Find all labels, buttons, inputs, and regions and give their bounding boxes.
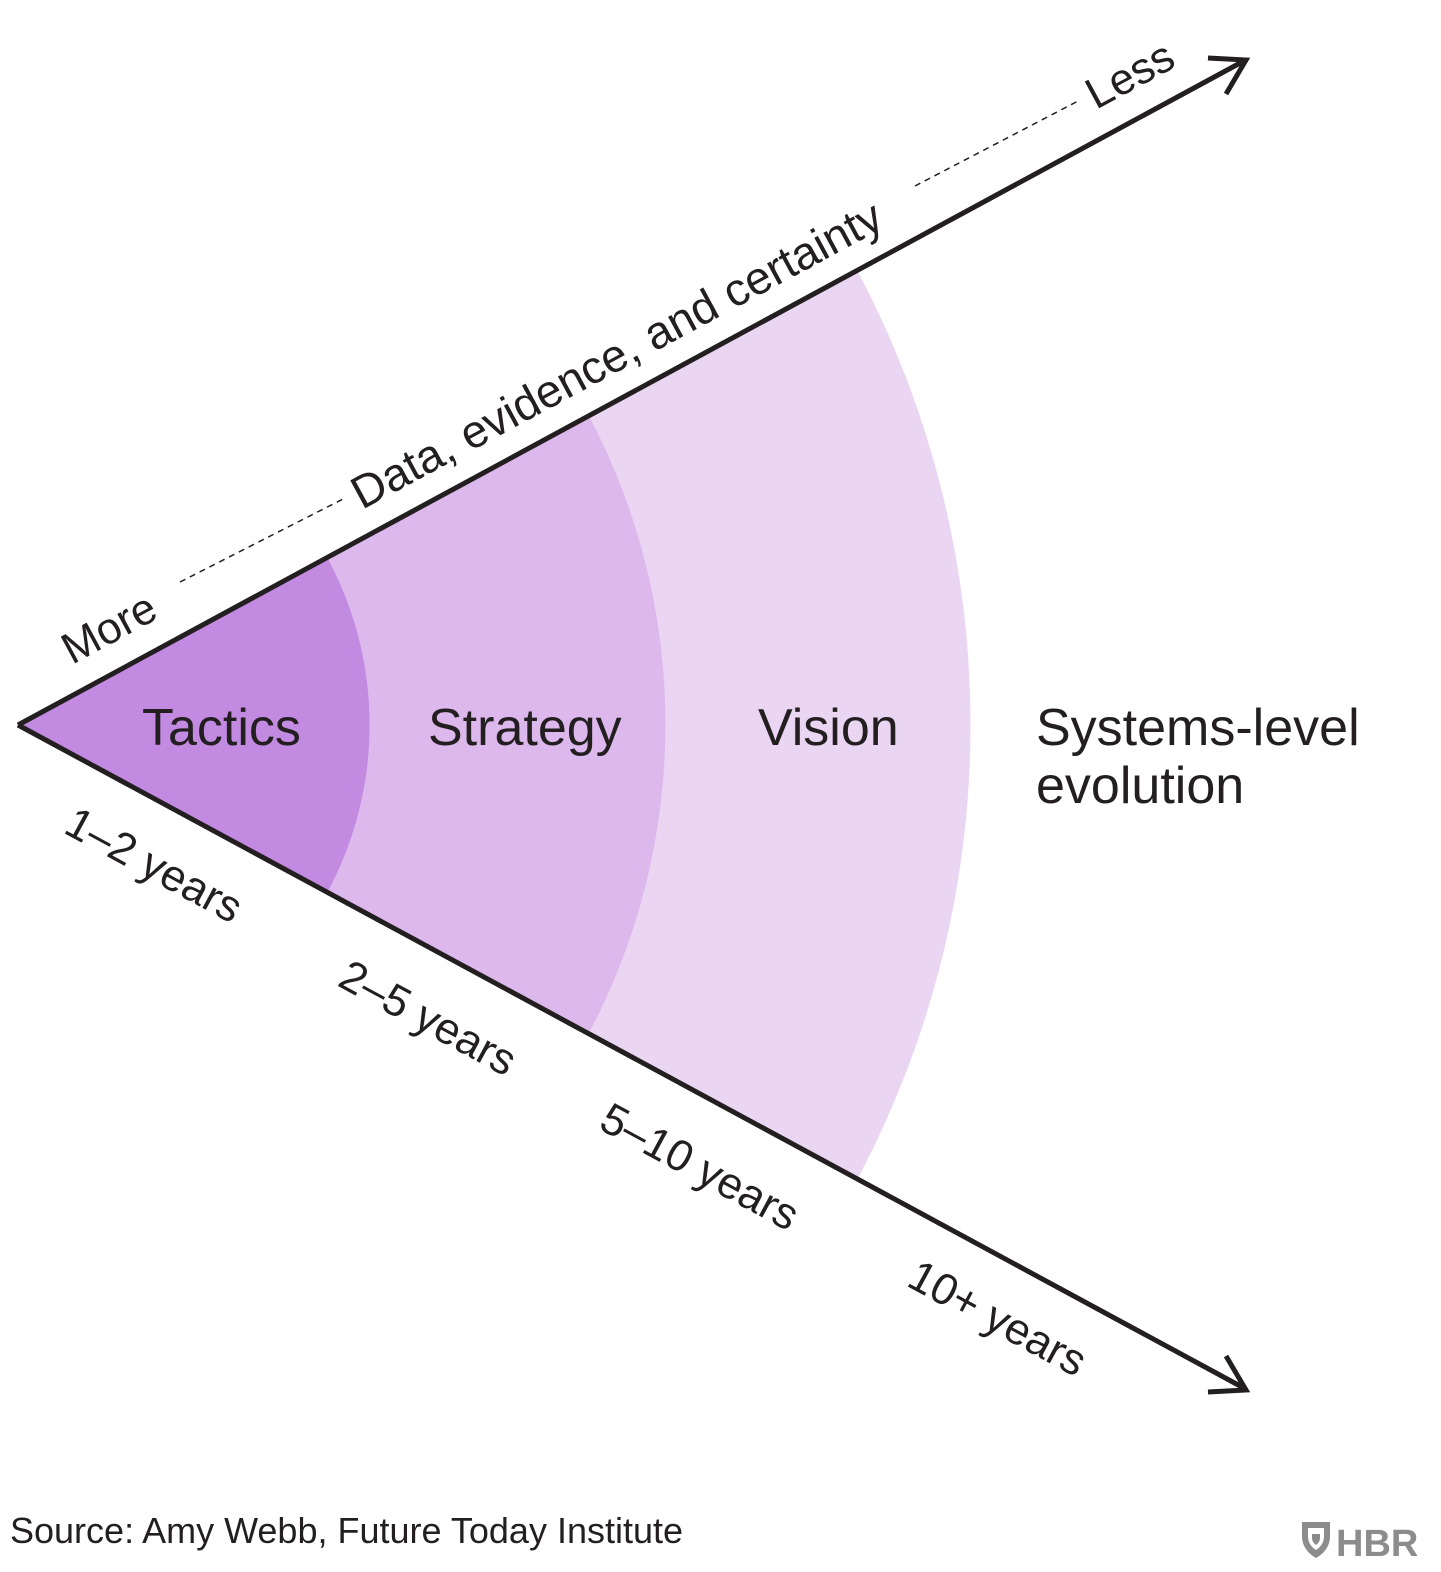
brand-name: HBR <box>1336 1523 1418 1562</box>
zone-label-systems-line2: evolution <box>1036 757 1244 815</box>
zone-label-strategy: Strategy <box>428 699 622 757</box>
shield-icon <box>1302 1522 1330 1558</box>
zone-label-tactics: Tactics <box>142 699 301 757</box>
zone-label-systems-line1: Systems-level <box>1036 699 1360 757</box>
band-tactics <box>18 559 370 891</box>
axis-end-label: Less <box>1077 31 1182 118</box>
horizon-label-4: 10+ years <box>900 1251 1094 1387</box>
upper-axis-line <box>16 59 1244 728</box>
lower-arrowhead <box>1207 1354 1251 1395</box>
hbr-logo: HBR <box>1302 1522 1418 1562</box>
zone-label-vision: Vision <box>758 699 899 757</box>
dashed-guide-right <box>914 99 1081 187</box>
lower-axis-line <box>16 722 1244 1390</box>
upper-arrowhead <box>1207 55 1251 96</box>
source-note: Source: Amy Webb, Future Today Institute <box>10 1510 684 1551</box>
dashed-guide-left <box>179 497 346 583</box>
